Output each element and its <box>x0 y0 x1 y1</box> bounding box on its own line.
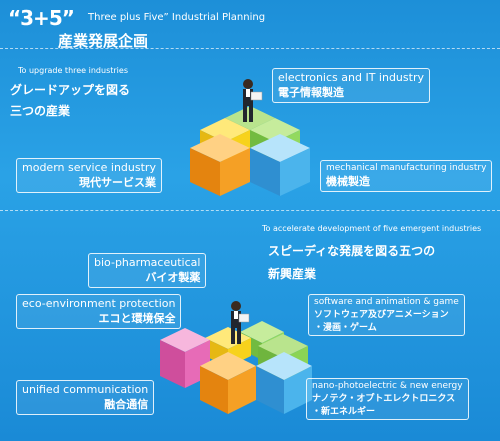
label-nano-en: nano-photoelectric & new energy <box>312 381 463 391</box>
middle-divider <box>0 210 500 211</box>
label-unified-jp: 融合通信 <box>104 398 149 411</box>
title-3plus5: “3+5” <box>8 6 75 30</box>
cube-pink <box>160 328 210 388</box>
title-japanese: 産業発展企画 <box>58 32 149 50</box>
label-software-jp1: ソフトウェア及びアニメーション <box>314 310 449 320</box>
section2-jp-line1: スピーディな発展を図る五つの <box>268 244 436 258</box>
label-mechanical-en: mechanical manufacturing industry <box>326 163 487 173</box>
label-bio-en: bio-pharmaceutical <box>94 256 201 269</box>
businessman-icon <box>243 79 263 122</box>
cube-green-right <box>250 118 300 162</box>
businessman-icon-2 <box>231 301 250 344</box>
label-nano: nano-photoelectric & new energy ナノテク・オプト… <box>306 378 469 420</box>
label-eco-jp: エコと環境保全 <box>98 312 176 325</box>
section1-caption: To upgrade three industries <box>18 66 128 75</box>
cube-blue-front <box>250 134 310 196</box>
label-software-jp2: ・漫画・ゲーム <box>314 323 377 333</box>
label-electronics-jp: 電子情報製造 <box>278 86 344 99</box>
cube-green-mid <box>258 334 308 386</box>
label-service: modern service industry 現代サービス業 <box>16 158 162 193</box>
label-nano-jp1: ナノテク・オプトエレクトロニクス <box>312 394 456 404</box>
label-bio-jp: バイオ製薬 <box>145 271 201 284</box>
top-divider <box>0 48 500 49</box>
label-nano-jp2: ・新エネルギー <box>312 407 376 417</box>
section2-jp-line2: 新興産業 <box>268 267 317 281</box>
cube-yellow-back <box>200 118 250 162</box>
label-unified-en: unified communication <box>22 383 149 396</box>
label-mechanical-jp: 機械製造 <box>326 175 370 188</box>
cube-orange-bottom <box>200 352 256 414</box>
label-service-en: modern service industry <box>22 161 156 174</box>
label-eco: eco-environment protection エコと環境保全 <box>16 294 182 329</box>
section1-jp-line1: グレードアップを図る <box>10 83 131 97</box>
label-software: software and animation & game ソフトウェア及びアニ… <box>308 294 465 336</box>
section1-jp-line2: 三つの産業 <box>10 104 71 118</box>
label-unified: unified communication 融合通信 <box>16 380 155 415</box>
label-bio: bio-pharmaceutical バイオ製薬 <box>88 253 207 288</box>
cube-blue-bottom <box>256 352 312 414</box>
label-software-en: software and animation & game <box>314 297 459 307</box>
label-electronics-en: electronics and IT industry <box>278 71 424 84</box>
cube-orange-front <box>190 134 250 196</box>
label-eco-en: eco-environment protection <box>22 297 176 310</box>
label-service-jp: 現代サービス業 <box>78 176 156 189</box>
section2-caption: To accelerate development of five emerge… <box>262 224 482 233</box>
label-electronics: electronics and IT industry 電子情報製造 <box>272 68 430 103</box>
title-subtitle: Three plus Five” Industrial Planning <box>88 12 266 23</box>
label-mechanical: mechanical manufacturing industry 機械製造 <box>320 160 493 192</box>
